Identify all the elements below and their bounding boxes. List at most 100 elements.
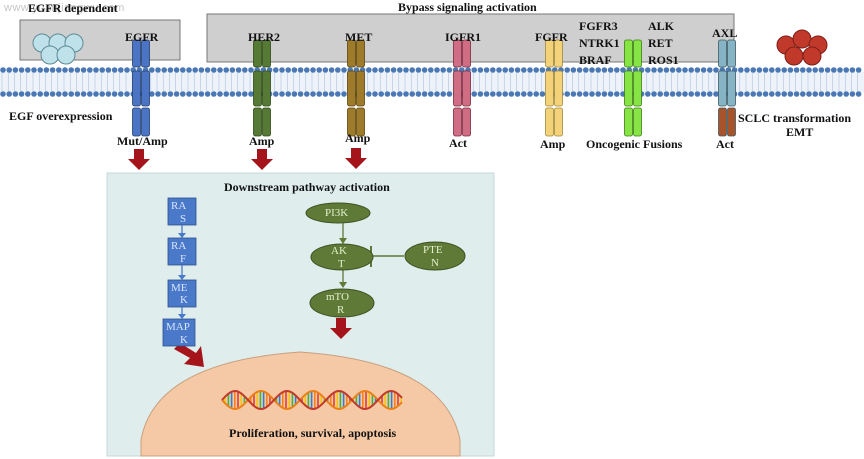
akt-label-1: AK xyxy=(331,245,347,257)
membrane-head-outer xyxy=(849,67,856,73)
membrane-head-inner xyxy=(316,91,323,97)
membrane-head-inner xyxy=(390,91,397,97)
membrane-head-inner xyxy=(812,91,818,97)
akt-node xyxy=(310,243,374,271)
met-receptor-label: MET xyxy=(345,30,373,44)
membrane-head-inner xyxy=(831,91,837,97)
receptor-kinase-domain xyxy=(718,107,727,137)
membrane-head-inner xyxy=(366,91,372,97)
pi3k-label: PI3K xyxy=(325,207,349,219)
membrane-head-inner xyxy=(118,91,124,97)
membrane-head-inner xyxy=(25,91,31,97)
membrane-head-inner xyxy=(477,91,484,97)
membrane-head-inner xyxy=(589,91,595,97)
membrane-head-inner xyxy=(855,91,862,97)
membrane-head-inner xyxy=(291,91,298,97)
membrane-head-inner xyxy=(304,91,310,97)
membrane-head-inner xyxy=(539,91,546,97)
membrane-head-outer xyxy=(657,67,663,73)
met-mechanism-label: Amp xyxy=(345,131,371,145)
sclc-cell-cluster xyxy=(776,29,828,66)
membrane-head-inner xyxy=(31,91,37,97)
membrane-head-outer xyxy=(316,67,323,73)
mek-label-2: K xyxy=(180,294,188,306)
membrane-head-outer xyxy=(818,67,825,73)
membrane-head-inner xyxy=(43,91,50,97)
membrane-head-inner xyxy=(62,91,68,97)
membrane-head-outer xyxy=(855,67,862,73)
membrane-head-inner xyxy=(155,91,161,97)
membrane-head-inner xyxy=(793,91,800,97)
membrane-head-inner xyxy=(428,91,434,97)
egf-overexpression-label: EGF overexpression xyxy=(9,109,113,123)
membrane-head-inner xyxy=(186,91,192,97)
membrane-head-inner xyxy=(707,91,713,97)
membrane-head-inner xyxy=(694,91,701,97)
membrane-head-outer xyxy=(167,67,174,73)
membrane-head-outer xyxy=(620,67,626,73)
membrane-head-outer xyxy=(99,67,105,73)
membrane-head-outer xyxy=(366,67,372,73)
membrane-head-outer xyxy=(607,67,614,73)
pi3k-node xyxy=(305,202,371,224)
membrane-head-outer xyxy=(831,67,837,73)
membrane-head-outer xyxy=(570,67,577,73)
membrane-head-inner xyxy=(273,91,279,97)
her2-red-arrow xyxy=(251,149,273,170)
mapk-box xyxy=(162,318,196,347)
membrane-head-outer xyxy=(806,67,812,73)
receptor-extracellular xyxy=(554,39,563,68)
membrane-head-inner xyxy=(806,91,812,97)
receptor-kinase-domain xyxy=(132,107,141,137)
membrane-head-inner xyxy=(322,91,329,97)
membrane-head-inner xyxy=(384,91,391,97)
receptor-transmembrane xyxy=(624,70,633,107)
membrane-head-outer xyxy=(62,67,68,73)
membrane-head-outer xyxy=(713,67,719,73)
membrane-head-outer xyxy=(539,67,546,73)
membrane-head-outer xyxy=(204,67,211,73)
membrane-head-inner xyxy=(211,91,217,97)
membrane-head-inner xyxy=(843,91,849,97)
nucleus xyxy=(140,351,461,457)
membrane-head-inner xyxy=(756,91,763,97)
receptor-kinase-domain xyxy=(545,107,554,137)
membrane-head-inner xyxy=(328,91,335,97)
membrane-head-outer xyxy=(322,67,329,73)
membrane-head-inner xyxy=(676,91,682,97)
membrane-head-outer xyxy=(409,67,416,73)
membrane-head-outer xyxy=(56,67,62,73)
ntrk1-label: NTRK1 xyxy=(579,36,620,50)
receptor-kinase-domain xyxy=(624,107,633,137)
membrane-head-outer xyxy=(651,67,657,73)
membrane-head-outer xyxy=(775,67,781,73)
membrane-head-outer xyxy=(415,67,422,73)
membrane-head-outer xyxy=(781,67,787,73)
membrane-head-outer xyxy=(837,67,843,73)
membrane-head-inner xyxy=(68,91,74,97)
membrane-head-outer xyxy=(576,67,583,73)
membrane-head-outer xyxy=(583,67,589,73)
receptor-kinase-domain xyxy=(347,107,356,137)
membrane-head-inner xyxy=(223,91,229,97)
membrane-head-inner xyxy=(713,91,719,97)
alk-label: ALK xyxy=(648,19,675,33)
membrane-head-outer xyxy=(155,67,161,73)
membrane-head-inner xyxy=(37,91,43,97)
membrane-head-outer xyxy=(173,67,180,73)
dna-strand-2 xyxy=(221,389,403,411)
membrane-head-outer xyxy=(229,67,236,73)
receptor-extracellular xyxy=(727,39,736,68)
membrane-head-outer xyxy=(440,67,447,73)
membrane-head-inner xyxy=(502,91,509,97)
membrane-head-inner xyxy=(787,91,794,97)
membrane-head-inner xyxy=(471,91,478,97)
membrane-core xyxy=(0,72,864,92)
mapk-label-1: MAP xyxy=(166,321,190,333)
ras-label-1: RA xyxy=(171,200,187,212)
mek-label-1: ME xyxy=(171,282,188,294)
membrane-head-outer xyxy=(192,67,198,73)
membrane-head-outer xyxy=(471,67,478,73)
nucleus-label: Proliferation, survival, apoptosis xyxy=(229,426,397,440)
receptor-extracellular xyxy=(253,39,262,68)
